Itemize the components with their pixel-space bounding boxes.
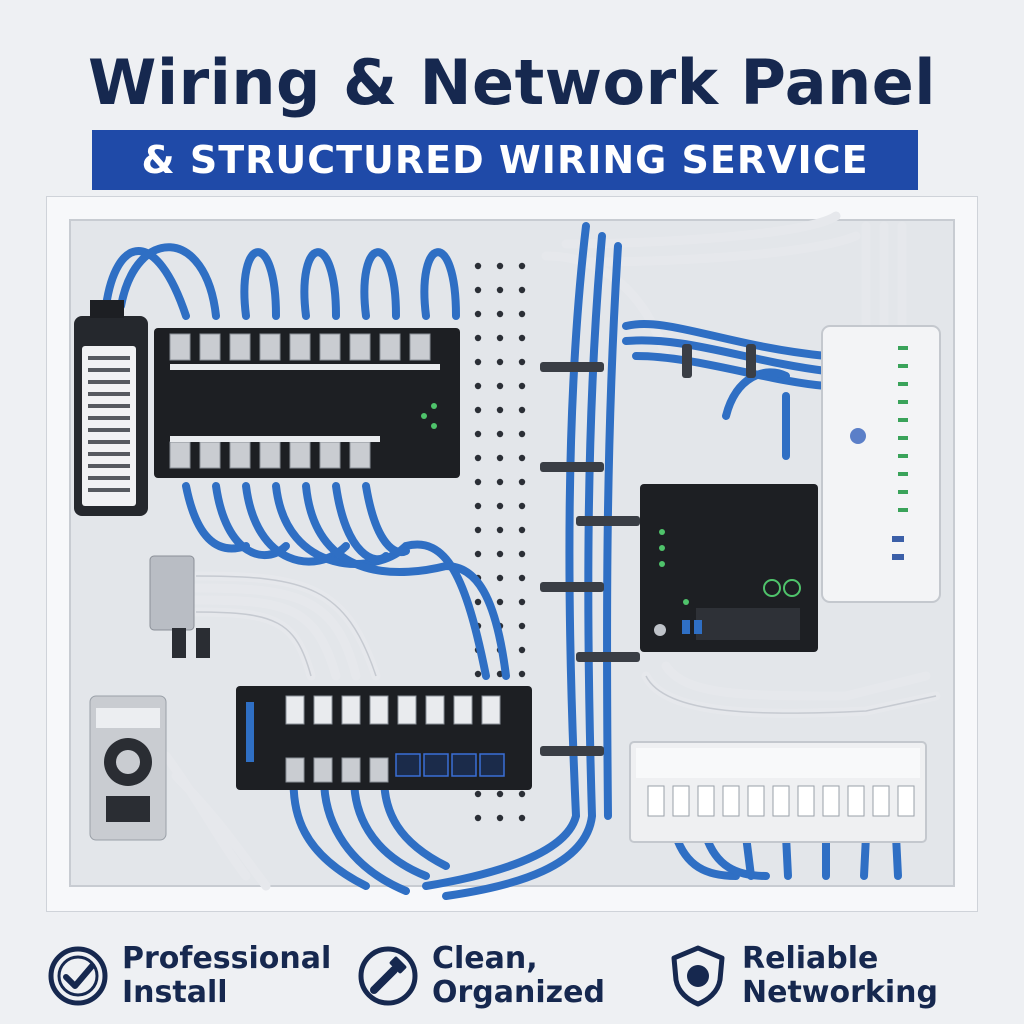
feature-reliable-networking: Reliable Networking — [666, 942, 938, 1010]
feature-label: Professional Install — [122, 941, 332, 1010]
feature-label: Reliable Networking — [742, 941, 938, 1010]
feature-professional-install: Professional Install — [46, 942, 331, 1010]
shield-icon — [671, 945, 725, 1007]
patch-panel-top — [154, 328, 460, 478]
blue-cable-bundle — [102, 222, 902, 900]
coax-splitter — [149, 555, 210, 658]
feature-row: Professional Install Clean, Organized Re… — [0, 930, 1024, 1024]
wiring-panel-image — [45, 195, 979, 913]
power-strip-device — [74, 300, 148, 516]
network-switch-bottom — [236, 686, 532, 790]
modem-device — [640, 484, 818, 652]
punch-down-block — [629, 741, 927, 843]
feature-label: Clean, Organized — [432, 941, 605, 1010]
tools-badge-icon — [358, 946, 418, 1006]
white-cable-outline — [195, 575, 937, 715]
telephone-module — [89, 695, 167, 841]
router-device — [821, 325, 941, 603]
page-title: Wiring & Network Panel — [87, 46, 937, 119]
checkmark-badge-icon — [48, 946, 108, 1006]
subtitle-banner: & STRUCTURED WIRING SERVICE — [92, 130, 918, 190]
cable-ties — [540, 344, 756, 756]
feature-clean-organized: Clean, Organized — [356, 942, 605, 1010]
